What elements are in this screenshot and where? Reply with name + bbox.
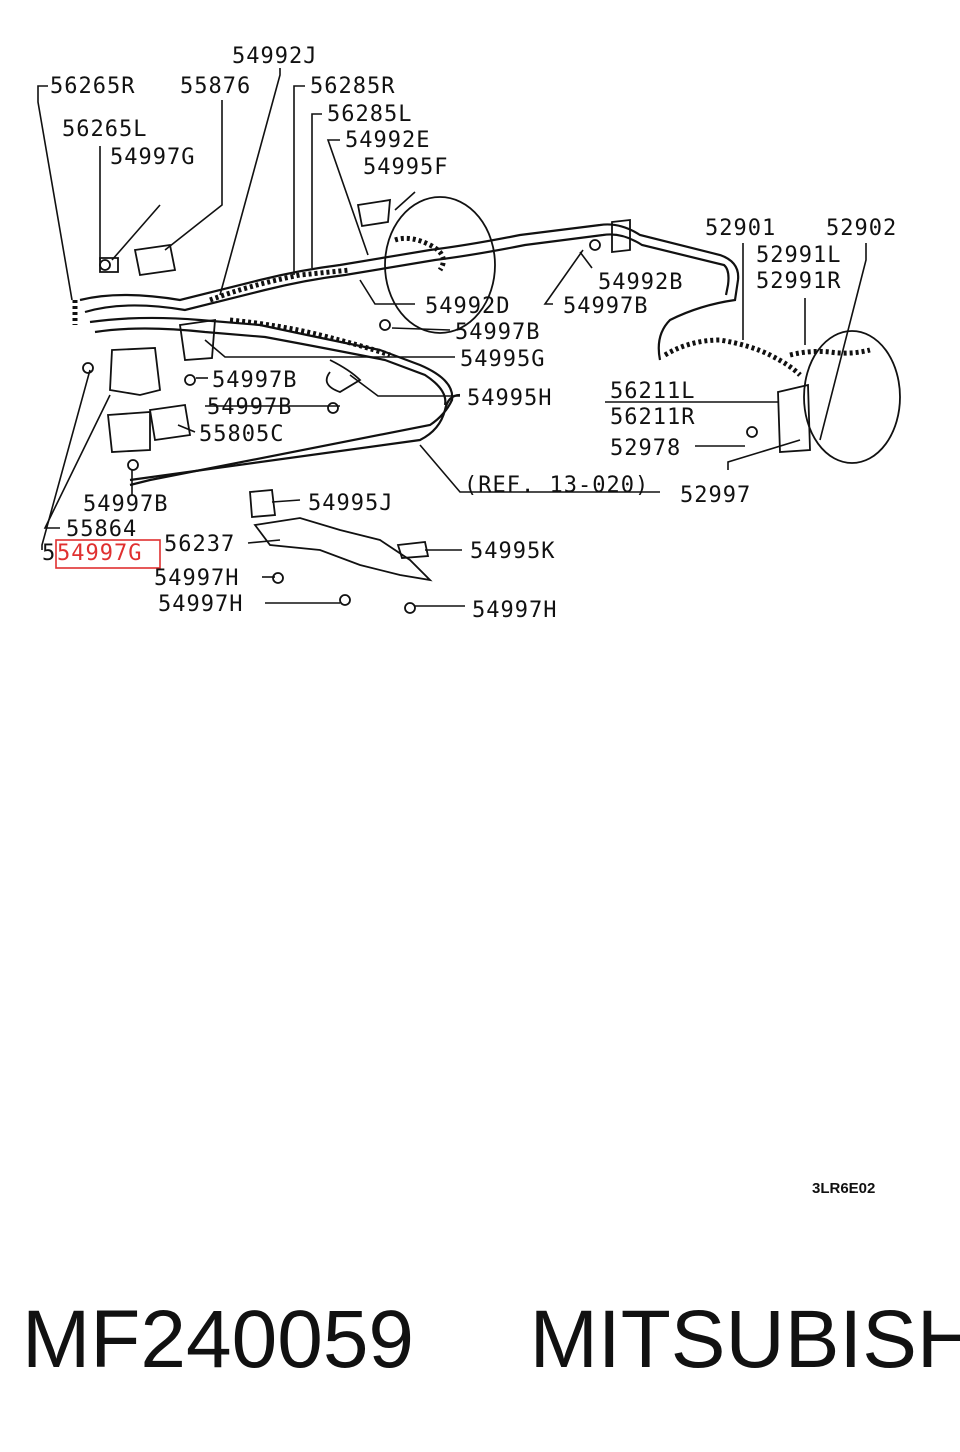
label-54997B-lower: 54997B xyxy=(207,395,292,420)
label-56285R: 56285R xyxy=(310,74,395,99)
label-54997G-highlighted[interactable]: 54997G xyxy=(57,541,142,566)
label-54997B-left: 54997B xyxy=(83,492,168,517)
label-54997B-right: 54997B xyxy=(563,294,648,319)
label-ref-13-020: (REF. 13-020) xyxy=(464,473,649,498)
part-number: MF240059 xyxy=(22,1294,415,1385)
label-54997H-bottom: 54997H xyxy=(158,592,243,617)
label-55864: 55864 xyxy=(66,517,137,542)
label-54992J: 54992J xyxy=(232,44,317,69)
label-54992D: 54992D xyxy=(425,294,510,319)
label-54992B: 54992B xyxy=(598,270,683,295)
label-54997G-top: 54997G xyxy=(110,145,195,170)
label-54992E: 54992E xyxy=(345,128,430,153)
label-55805C: 55805C xyxy=(199,422,284,447)
label-56265L: 56265L xyxy=(62,117,147,142)
label-56265R: 56265R xyxy=(50,74,135,99)
label-54995G: 54995G xyxy=(460,347,545,372)
label-56285L: 56285L xyxy=(327,102,412,127)
label-54995K: 54995K xyxy=(470,539,555,564)
caption: MF240059 MITSUBISHI xyxy=(22,1290,960,1390)
label-52978: 52978 xyxy=(610,436,681,461)
label-56211R: 56211R xyxy=(610,405,695,430)
label-52901: 52901 xyxy=(705,216,776,241)
part-labels: 54992J 56265R 55876 56285R 56285L 56265L… xyxy=(42,44,897,1197)
label-54997B-mid: 54997B xyxy=(455,320,540,345)
label-52991R: 52991R xyxy=(756,269,841,294)
highlight-box xyxy=(55,539,161,569)
label-54995F: 54995F xyxy=(363,155,448,180)
label-54995H: 54995H xyxy=(467,386,552,411)
label-5-prefix: 5 xyxy=(42,541,56,566)
label-54995J: 54995J xyxy=(308,491,393,516)
brand-name: MITSUBISHI xyxy=(529,1294,960,1385)
label-52991L: 52991L xyxy=(756,243,841,268)
diagram-code: 3LR6E02 xyxy=(812,1180,875,1197)
label-54997H-left: 54997H xyxy=(154,566,239,591)
label-54997B-center: 54997B xyxy=(212,368,297,393)
label-52997: 52997 xyxy=(680,483,751,508)
brake-line-drawing xyxy=(72,196,901,614)
leader-lines xyxy=(37,68,867,607)
label-56211L: 56211L xyxy=(610,379,695,404)
label-52902: 52902 xyxy=(826,216,897,241)
label-54997H-right: 54997H xyxy=(472,598,557,623)
label-56237: 56237 xyxy=(164,532,235,557)
label-55876: 55876 xyxy=(180,74,251,99)
